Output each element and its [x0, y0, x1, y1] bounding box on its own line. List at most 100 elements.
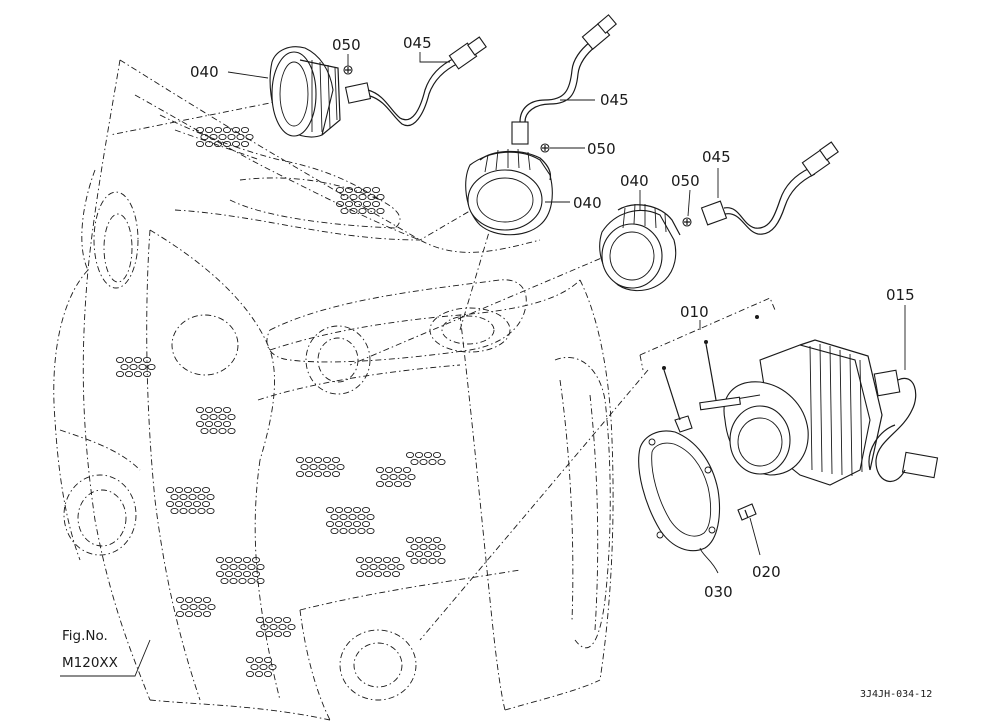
- perforation-hole: [393, 480, 403, 488]
- perforation-hole: [183, 500, 193, 508]
- perforation-hole: [322, 456, 332, 464]
- perforation-hole: [215, 556, 225, 564]
- perforation-hole: [360, 563, 369, 571]
- work-light-top-left[interactable]: [269, 46, 341, 138]
- perforation-hole: [224, 570, 234, 578]
- perforation-hole: [183, 486, 193, 494]
- perforation-hole: [340, 207, 349, 215]
- work-light-right[interactable]: [599, 203, 681, 292]
- perforation-hole: [327, 463, 336, 471]
- perforation-hole: [273, 630, 283, 638]
- perforation-hole: [242, 556, 252, 564]
- perforation-hole: [218, 427, 227, 435]
- perforation-hole: [224, 556, 234, 564]
- perforation-hole: [384, 480, 394, 488]
- perforation-hole: [282, 616, 292, 624]
- headlight-unit[interactable]: [699, 339, 883, 486]
- perforation-hole: [202, 596, 212, 604]
- perforation-hole: [373, 570, 383, 578]
- bolt-050-center[interactable]: [540, 143, 550, 153]
- perforation-hole: [423, 550, 433, 558]
- perforation-hole: [124, 356, 134, 364]
- perforation-hole: [240, 126, 250, 134]
- perforation-hole: [287, 623, 296, 631]
- perforation-hole: [331, 470, 341, 478]
- perforation-hole: [402, 466, 412, 474]
- perforation-hole: [213, 140, 223, 148]
- headlight-assembly-bracket: [639, 297, 776, 371]
- perforation-hole: [247, 563, 256, 571]
- perforation-hole: [247, 577, 256, 585]
- perforation-hole: [428, 557, 437, 565]
- wire-harness-top-left[interactable]: [344, 36, 487, 127]
- perforation-hole: [352, 506, 362, 514]
- perforation-hole: [309, 463, 318, 471]
- perforation-hole: [251, 570, 261, 578]
- perforation-hole: [364, 570, 374, 578]
- bolt-010-a[interactable]: [662, 315, 759, 433]
- perforation-hole: [423, 451, 433, 459]
- callout-030: 030: [704, 583, 733, 601]
- work-light-center[interactable]: [465, 148, 553, 236]
- perforation-hole: [256, 563, 265, 571]
- perforation-hole: [295, 470, 305, 478]
- perforation-hole: [278, 623, 287, 631]
- perforation-hole: [192, 486, 202, 494]
- perforation-hole: [222, 420, 232, 428]
- bolt-050-right[interactable]: [682, 217, 692, 227]
- perforation-hole: [255, 630, 265, 638]
- perforation-hole: [340, 193, 349, 201]
- perforation-hole: [419, 557, 428, 565]
- perforation-hole: [236, 133, 245, 141]
- perforation-hole: [256, 577, 265, 585]
- perforation-hole: [367, 207, 376, 215]
- perforation-hole: [304, 456, 314, 464]
- perforation-hole: [222, 140, 232, 148]
- perforation-hole: [218, 413, 227, 421]
- perforation-hole: [201, 486, 211, 494]
- perforation-hole: [193, 610, 203, 618]
- perforation-hole: [268, 663, 277, 671]
- callout-020: 020: [752, 563, 781, 581]
- perforation-hole: [260, 623, 269, 631]
- perforation-hole: [382, 570, 392, 578]
- perforation-hole: [343, 506, 353, 514]
- perforation-hole: [197, 507, 206, 515]
- perforation-hole: [393, 466, 403, 474]
- perforation-hole: [204, 406, 214, 414]
- callout-050-center: 050: [587, 140, 616, 158]
- perforation-hole: [200, 413, 209, 421]
- perforation-hole: [227, 413, 236, 421]
- perforation-hole: [264, 616, 274, 624]
- perforation-hole: [432, 536, 442, 544]
- perforation-hole: [202, 610, 212, 618]
- perforation-hole: [398, 473, 407, 481]
- perforation-hole: [361, 520, 371, 528]
- perforation-hole: [371, 186, 381, 194]
- perforation-hole: [384, 466, 394, 474]
- drawing-code: 3J4JH-034-12: [860, 689, 932, 700]
- wire-harness-right[interactable]: [700, 141, 839, 235]
- perforation-hole: [387, 563, 396, 571]
- perforation-hole: [240, 140, 250, 148]
- perforation-hole: [204, 420, 214, 428]
- perforation-hole: [200, 427, 209, 435]
- perforation-hole: [353, 186, 363, 194]
- screw-020[interactable]: [737, 503, 757, 521]
- callout-015: 015: [886, 286, 915, 304]
- wire-harness-center[interactable]: [511, 14, 617, 145]
- callout-045-center: 045: [600, 91, 629, 109]
- perforation-hole: [300, 463, 309, 471]
- perforation-hole: [419, 543, 428, 551]
- perforation-hole: [254, 656, 264, 664]
- perforation-hole: [245, 656, 255, 664]
- perforation-hole: [206, 507, 215, 515]
- perforation-hole: [227, 427, 236, 435]
- perforation-hole: [213, 420, 223, 428]
- gasket-030[interactable]: [638, 430, 721, 552]
- perforation-hole: [165, 500, 175, 508]
- perforation-hole: [437, 458, 446, 466]
- wire-harness-015[interactable]: [868, 369, 939, 482]
- callout-leaders: [60, 52, 906, 677]
- bolt-050-top-left[interactable]: [343, 65, 353, 75]
